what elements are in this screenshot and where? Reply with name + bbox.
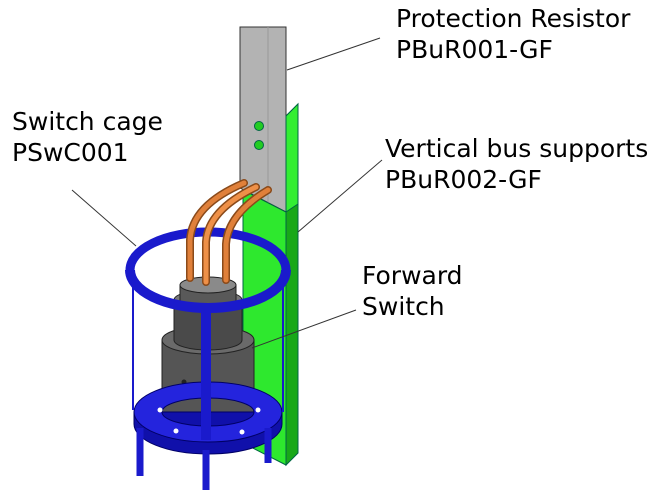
protection-resistor-code: PBuR001-GF: [396, 35, 553, 64]
protection-resistor-title: Protection Resistor: [396, 4, 631, 33]
cage-rods: [132, 268, 284, 440]
vertical-bus-supports-label: Vertical bus supports PBuR002-GF: [385, 133, 648, 195]
leader-lines: [71, 37, 383, 349]
cage-legs: [136, 428, 272, 490]
copper-conductors: [186, 179, 272, 286]
switch-cage-label: Switch cage PSwC001: [12, 106, 163, 168]
forward-switch-line1: Forward: [362, 261, 463, 290]
vertical-bus-supports-code: PBuR002-GF: [385, 165, 542, 194]
switch-cage-title: Switch cage: [12, 107, 163, 136]
forward-switch-label: Forward Switch: [362, 260, 463, 322]
cage-top-ring-front: [125, 269, 291, 313]
vertical-bus-supports-title: Vertical bus supports: [385, 134, 649, 163]
switch-cage-code: PSwC001: [12, 138, 129, 167]
protection-resistor-label: Protection Resistor PBuR001-GF: [396, 3, 630, 65]
forward-switch-line2: Switch: [362, 292, 445, 321]
